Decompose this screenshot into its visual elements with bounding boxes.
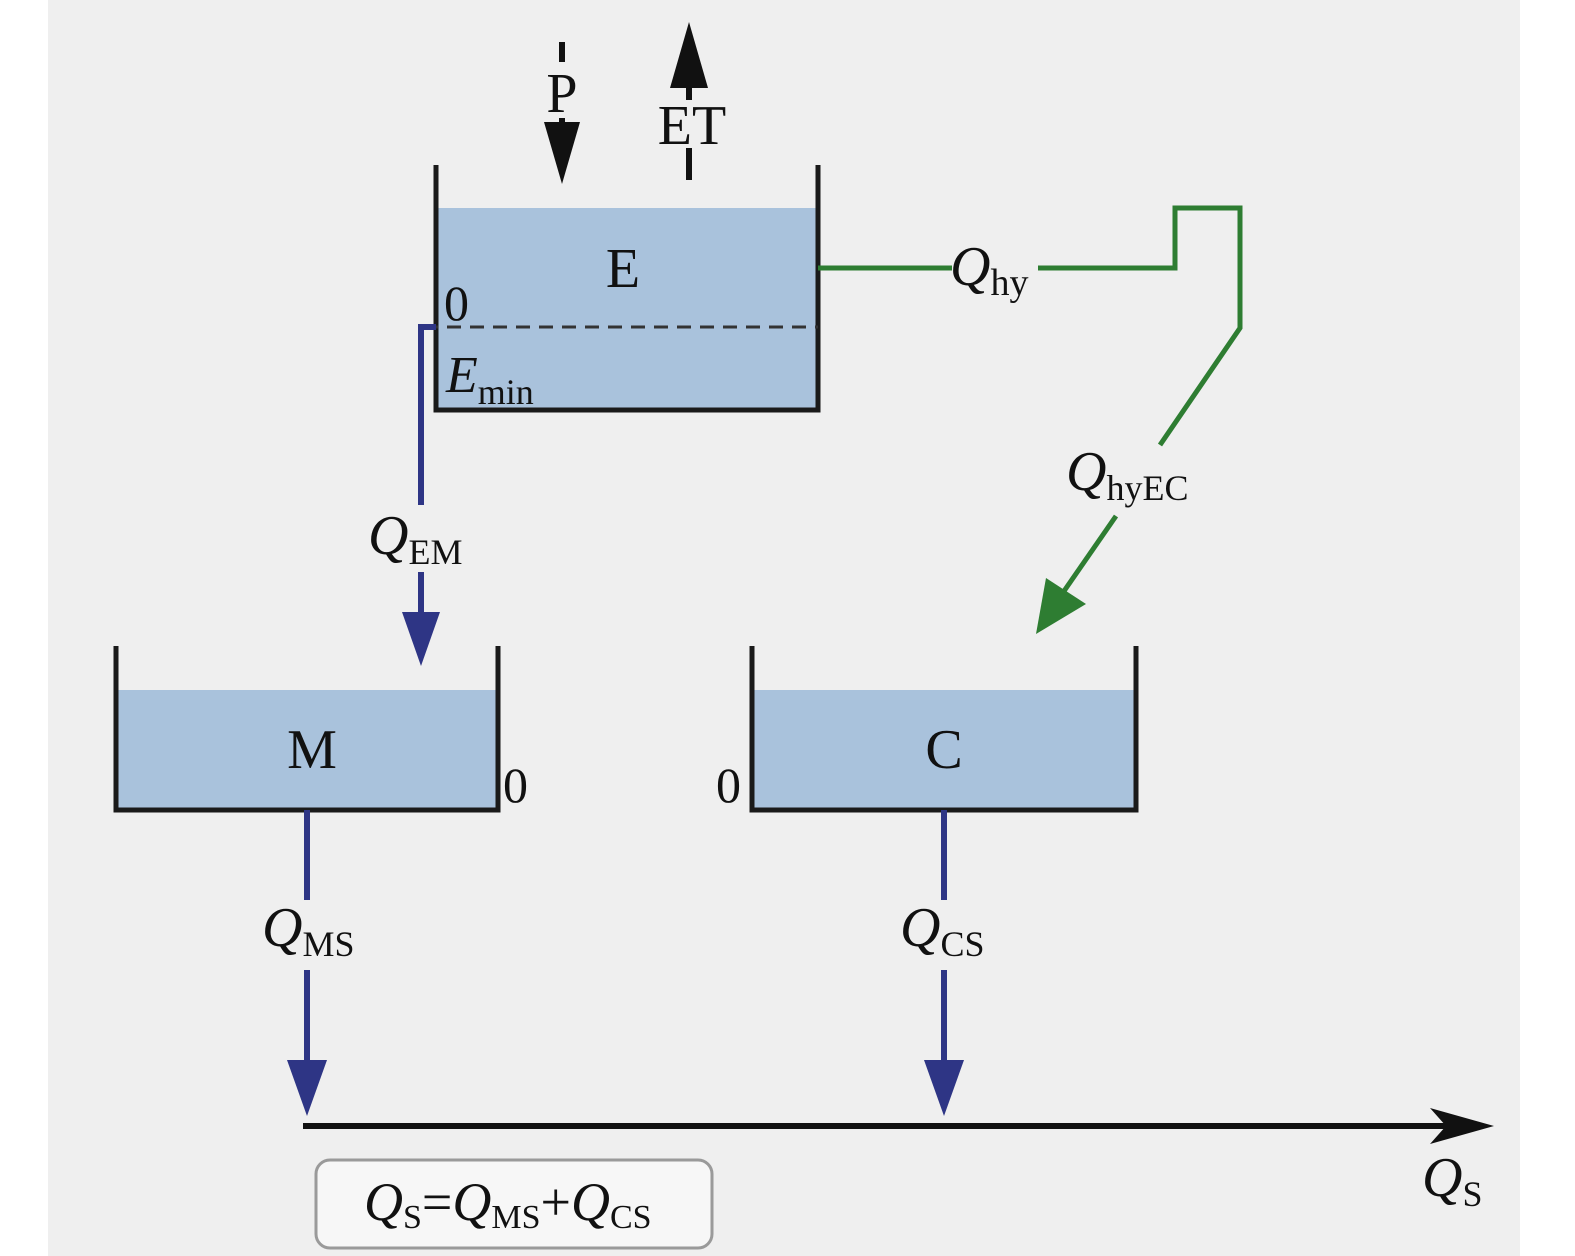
q-hyec-label: QhyEC <box>1066 441 1188 508</box>
reservoir-m-zero-label: 0 <box>503 757 528 813</box>
q-em-var: Q <box>368 505 408 567</box>
q-hyec-var: Q <box>1066 441 1106 503</box>
et-arrow-head <box>670 22 708 88</box>
q-s-sub: S <box>1462 1174 1482 1214</box>
q-s-var: Q <box>1422 1147 1462 1209</box>
reservoir-e: E 0 Emin <box>424 165 821 413</box>
reservoir-e-zero-label: 0 <box>444 275 469 331</box>
q-ms-var: Q <box>262 897 302 959</box>
q-hyec-sub: hyEC <box>1106 468 1188 508</box>
reservoir-c-label: C <box>925 719 962 781</box>
reservoir-c-zero-label: 0 <box>716 757 741 813</box>
eq-lhs-sub: S <box>403 1199 422 1236</box>
q-ms-arrow-head <box>287 1060 327 1116</box>
p-arrow-head <box>544 122 580 184</box>
eq-lhs-var: Q <box>364 1172 403 1232</box>
q-hy-label: Qhy <box>950 236 1028 304</box>
q-cs-flow: QCS <box>900 810 985 1116</box>
q-cs-label: QCS <box>900 897 985 964</box>
equation-box: QS=QMS+QCS <box>314 1158 714 1250</box>
reservoir-e-label: E <box>606 238 640 300</box>
equation-box-frame <box>314 1158 714 1250</box>
reservoir-e-walls <box>433 165 821 413</box>
precipitation-label: P <box>546 63 577 125</box>
reservoir-c-water <box>752 690 1136 808</box>
evapotranspiration-label: ET <box>658 95 726 157</box>
q-ms-sub: MS <box>302 924 354 964</box>
q-hy-line-right <box>1038 205 1243 447</box>
reservoir-m: M 0 <box>113 646 528 813</box>
eq-plus: + <box>541 1172 571 1232</box>
reservoir-e-water <box>436 208 818 408</box>
q-em-line-upper <box>418 324 436 505</box>
background-panel <box>48 0 1520 1256</box>
reservoir-c: C 0 <box>716 646 1139 813</box>
eq-t2-var: Q <box>571 1172 610 1232</box>
equation-text: QS=QMS+QCS <box>364 1172 652 1236</box>
reservoir-m-label: M <box>287 719 337 781</box>
q-s-label: QS <box>1422 1147 1482 1214</box>
q-cs-sub: CS <box>940 924 984 964</box>
q-cs-arrow-head <box>924 1060 964 1116</box>
q-hyec-arrow-head <box>1036 578 1086 634</box>
q-ms-label: QMS <box>262 897 354 964</box>
q-cs-var: Q <box>900 897 940 959</box>
reservoir-m-water <box>116 690 498 808</box>
q-hy-flow: Qhy <box>818 205 1243 447</box>
q-hyec-flow: QhyEC <box>1036 441 1188 634</box>
eq-equals: = <box>422 1172 452 1232</box>
reservoir-e-min-label: Emin <box>445 347 534 412</box>
q-s-arrow-head <box>1430 1108 1494 1144</box>
q-em-sub: EM <box>408 532 462 572</box>
q-em-label: QEM <box>368 505 462 572</box>
q-em-flow: QEM <box>368 324 462 666</box>
q-em-arrow-head <box>402 612 440 666</box>
eq-t2-sub: CS <box>610 1199 652 1236</box>
e-min-sub: min <box>478 372 534 412</box>
eq-t1-sub: MS <box>491 1199 540 1236</box>
q-hy-sub: hy <box>990 262 1028 304</box>
q-hy-var: Q <box>950 236 990 298</box>
eq-t1-var: Q <box>452 1172 491 1232</box>
q-s-flow: QS <box>303 1108 1494 1214</box>
e-min-var: E <box>445 347 478 404</box>
q-hyec-line <box>1059 514 1119 596</box>
evapotranspiration-arrow: ET <box>658 22 726 180</box>
precipitation-arrow: P <box>544 42 580 184</box>
q-ms-flow: QMS <box>262 810 354 1116</box>
